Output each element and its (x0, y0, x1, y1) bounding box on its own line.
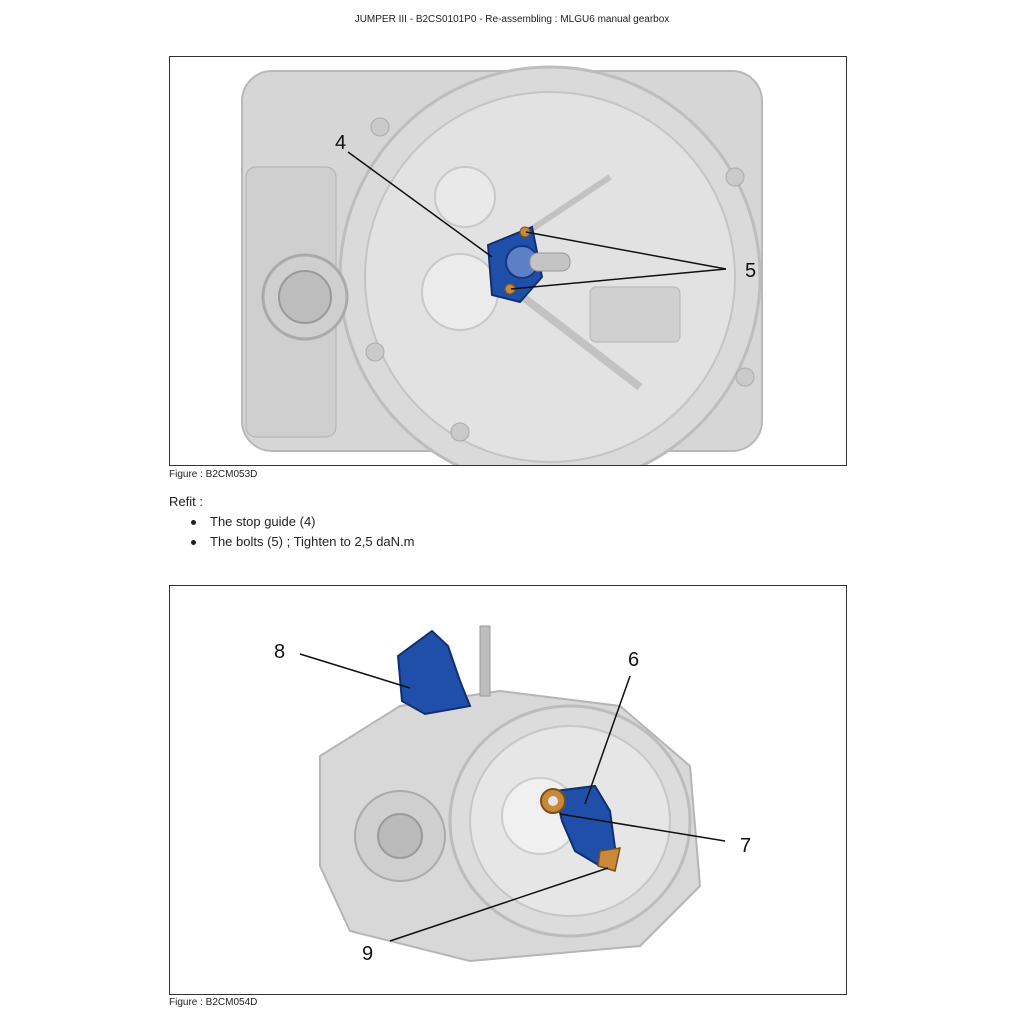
callout-7: 7 (740, 835, 751, 857)
callout-9: 9 (362, 943, 373, 965)
instruction-step: The stop guide (4) (169, 512, 415, 532)
instruction-steps: The stop guide (4) The bolts (5) ; Tight… (169, 512, 415, 552)
callout-8: 8 (274, 641, 285, 663)
instruction-intro: Refit : (169, 494, 203, 509)
figure-gearbox-fork-assembly: 8 6 7 9 (169, 585, 847, 995)
gearbox-illustration-1: 4 5 (241, 65, 763, 465)
callout-6: 6 (628, 649, 639, 671)
figure-gearbox-stop-guide: 4 5 (169, 56, 847, 466)
figure-caption: Figure : B2CM054D (169, 997, 258, 1008)
page-header: JUMPER III - B2CS0101P0 - Re-assembling … (354, 14, 670, 25)
callout-5: 5 (745, 260, 756, 282)
figure-caption: Figure : B2CM053D (169, 469, 258, 480)
gearbox-illustration-2: 8 6 7 9 (274, 625, 751, 965)
callout-4: 4 (335, 132, 346, 154)
instruction-step: The bolts (5) ; Tighten to 2,5 daN.m (169, 532, 415, 552)
